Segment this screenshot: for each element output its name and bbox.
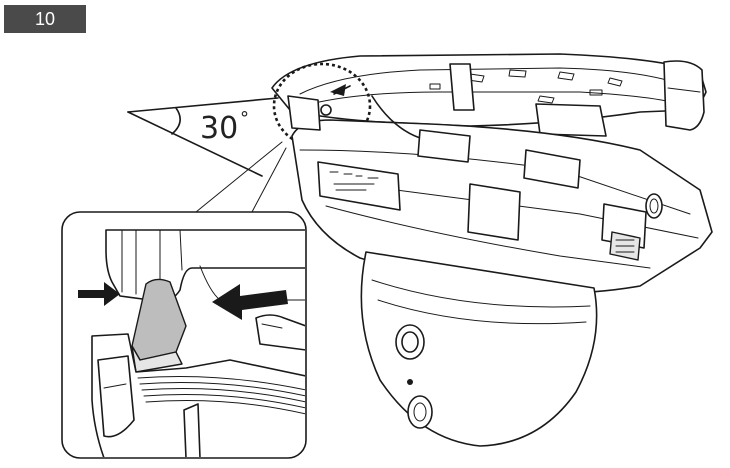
angle-value-label: 30 — [200, 111, 238, 146]
leader-line-right — [251, 147, 287, 213]
press-arrow-left-icon — [78, 282, 120, 306]
detail-inset — [61, 211, 307, 459]
angle-top-line — [127, 97, 279, 113]
angle-bottom-line — [127, 111, 263, 177]
detail-callout-circle — [272, 62, 372, 150]
angle-indicator: 30 ° — [127, 97, 279, 177]
degree-symbol: ° — [240, 108, 249, 129]
callout-arrow-icon — [330, 84, 346, 96]
camera-housing — [287, 95, 713, 295]
step-number-badge: 10 — [4, 5, 86, 33]
camera-dome — [360, 251, 598, 447]
angle-arc — [171, 107, 181, 135]
leader-line-left — [195, 141, 283, 213]
press-arrow-right-icon — [212, 284, 288, 320]
